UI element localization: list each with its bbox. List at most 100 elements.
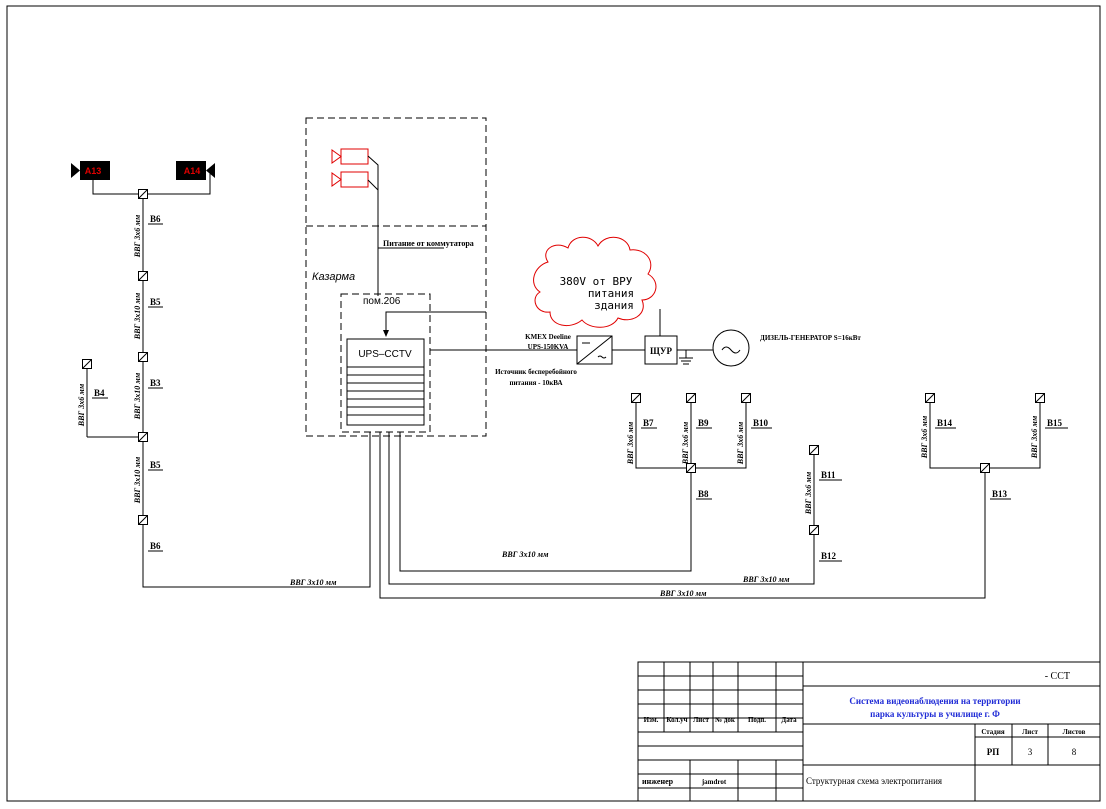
junction-b14 bbox=[925, 393, 935, 403]
room-label: пом.206 bbox=[363, 296, 401, 307]
ups-cctv-cabinet: UPS–CCTV bbox=[346, 338, 425, 426]
junction-b7 bbox=[631, 393, 641, 403]
label-b11: B11 bbox=[821, 470, 836, 480]
building-outline bbox=[305, 117, 487, 437]
cable-label-b10: ВВГ 3х6 мм bbox=[736, 421, 745, 465]
stage-sheet-headers: Стадия Лист Листов bbox=[981, 728, 1085, 736]
cloud-line1: 380V от ВРУ bbox=[560, 275, 633, 288]
ups-source-labels: KMEX Deeline UPS-150KVA Источник беспере… bbox=[495, 333, 577, 387]
left-cable-labels: ВВГ 3х6 мм ВВГ 3х10 мм ВВГ 3х10 мм ВВГ 3… bbox=[77, 214, 142, 504]
right-labels: B7 B9 B10 B8 B11 B12 B14 B15 B13 bbox=[641, 418, 1068, 562]
ups-source-box bbox=[576, 335, 613, 365]
title-block-col-headers: Изм. Кол.уч Лист № док Подп. Дата bbox=[644, 716, 797, 724]
sheet-value: 3 bbox=[1028, 747, 1033, 757]
camera-a13-label: A13 bbox=[85, 166, 102, 176]
shchur-label: ЩУР bbox=[650, 346, 672, 356]
cloud-line2: питания bbox=[588, 287, 634, 300]
label-b4: B4 bbox=[94, 388, 105, 398]
cable-label-bottom-long: ВВГ 3х10 мм bbox=[659, 589, 707, 598]
col-header-3: № док bbox=[714, 716, 736, 724]
junction-b5-upper bbox=[138, 271, 148, 281]
junction-b6-bottom bbox=[138, 515, 148, 525]
power-from-switch-text: Питание от коммутатора bbox=[383, 239, 474, 248]
sheets-label: Листов bbox=[1063, 728, 1086, 736]
col-header-4: Подп. bbox=[748, 716, 766, 724]
col-header-5: Дата bbox=[781, 716, 797, 724]
camera-a14: A14 bbox=[176, 161, 215, 180]
power-arrow-line bbox=[385, 311, 486, 330]
cable-label-b4: ВВГ 3х6 мм bbox=[77, 383, 86, 427]
engineer-name: jamdrot bbox=[701, 778, 727, 786]
stage-sheet-values: РП 3 8 bbox=[987, 747, 1077, 757]
power-from-switch: Питание от коммутатора bbox=[378, 239, 474, 249]
cable-label-b7: ВВГ 3х6 мм bbox=[626, 421, 635, 465]
power-arrow-head bbox=[383, 330, 389, 337]
cable-label-b3-b5: ВВГ 3х10 мм bbox=[133, 372, 142, 420]
cable-label-bottom-middle: ВВГ 3х10 мм bbox=[501, 550, 549, 559]
drawing-name: Структурная схема электропитания bbox=[806, 776, 942, 786]
label-b5-lower: B5 bbox=[150, 460, 161, 470]
sheet-label: Лист bbox=[1022, 728, 1038, 736]
camera-a14-label: A14 bbox=[184, 166, 201, 176]
generator-label: ДИЗЕЛЬ-ГЕНЕРАТОР S=16кВт bbox=[760, 334, 861, 342]
cable-label-bottom-b12: ВВГ 3х10 мм bbox=[742, 575, 790, 584]
stage-label: Стадия bbox=[981, 728, 1005, 736]
label-b9: B9 bbox=[698, 418, 709, 428]
label-b12: B12 bbox=[821, 551, 837, 561]
label-b13: B13 bbox=[992, 489, 1008, 499]
ups-desc-line2: питания - 10кВА bbox=[509, 379, 562, 387]
cable-label-b15: ВВГ 3х6 мм bbox=[1030, 415, 1039, 459]
col-header-0: Изм. bbox=[644, 716, 659, 724]
label-b7: B7 bbox=[643, 418, 654, 428]
title-line1: Система видеонаблюдения на территории bbox=[849, 696, 1020, 706]
label-b10: B10 bbox=[753, 418, 769, 428]
engineer-label: инженер bbox=[642, 777, 674, 786]
stage-value: РП bbox=[987, 747, 1000, 757]
junction-b6-top bbox=[138, 189, 148, 199]
junction-b9 bbox=[686, 393, 696, 403]
junction-b10 bbox=[741, 393, 751, 403]
cable-label-bottom-left: ВВГ 3х10 мм bbox=[289, 578, 337, 587]
junction-b11 bbox=[809, 445, 819, 455]
col-header-1: Кол.уч bbox=[666, 716, 687, 724]
junction-b15 bbox=[1035, 393, 1045, 403]
drawing-code: - ССТ bbox=[1045, 671, 1070, 682]
cable-label-b9: ВВГ 3х6 мм bbox=[681, 421, 690, 465]
col-header-2: Лист bbox=[693, 716, 709, 724]
left-labels: B6 B5 B3 B4 B5 B6 bbox=[92, 214, 163, 552]
title-block-grid bbox=[637, 661, 1101, 802]
power-cloud: 380V от ВРУ питания здания bbox=[533, 236, 657, 328]
cable-label-b14: ВВГ 3х6 мм bbox=[920, 415, 929, 459]
barracks-label: Казарма bbox=[312, 271, 355, 283]
junction-b3 bbox=[138, 352, 148, 362]
label-b15: B15 bbox=[1047, 418, 1063, 428]
ups-cctv-label: UPS–CCTV bbox=[358, 349, 412, 360]
indoor-camera-1 bbox=[331, 148, 369, 165]
indoor-camera-2 bbox=[331, 171, 369, 188]
left-branch bbox=[86, 171, 371, 588]
ground-symbol bbox=[679, 350, 693, 365]
camera-a13: A13 bbox=[71, 161, 110, 180]
shchur-panel: ЩУР bbox=[644, 335, 678, 365]
junction-b12 bbox=[809, 525, 819, 535]
ups-source-line2: UPS-150KVA bbox=[528, 343, 569, 351]
junction-b13 bbox=[980, 463, 990, 473]
right-cable-labels: ВВГ 3х6 мм ВВГ 3х6 мм ВВГ 3х6 мм ВВГ 3х6… bbox=[626, 415, 1039, 515]
cable-label-b5-b6: ВВГ 3х10 мм bbox=[133, 456, 142, 504]
cable-label-b11: ВВГ 3х6 мм bbox=[804, 471, 813, 515]
junction-b4 bbox=[82, 359, 92, 369]
cable-label-b6-b5: ВВГ 3х6 мм bbox=[133, 214, 142, 258]
cable-label-b5-b3: ВВГ 3х10 мм bbox=[133, 292, 142, 340]
bottom-cable-labels: ВВГ 3х10 мм ВВГ 3х10 мм ВВГ 3х10 мм ВВГ … bbox=[289, 550, 790, 598]
indoor-camera-wires bbox=[367, 155, 379, 296]
cloud-line3: здания bbox=[594, 299, 634, 312]
label-b6-top: B6 bbox=[150, 214, 161, 224]
generator: ДИЗЕЛЬ-ГЕНЕРАТОР S=16кВт bbox=[712, 329, 861, 367]
ups-desc-line1: Источник бесперебойного bbox=[495, 368, 577, 376]
sheets-value: 8 bbox=[1072, 747, 1077, 757]
label-b14: B14 bbox=[937, 418, 953, 428]
ups-source-line1: KMEX Deeline bbox=[525, 333, 571, 341]
label-b8: B8 bbox=[698, 489, 709, 499]
label-b3: B3 bbox=[150, 378, 161, 388]
